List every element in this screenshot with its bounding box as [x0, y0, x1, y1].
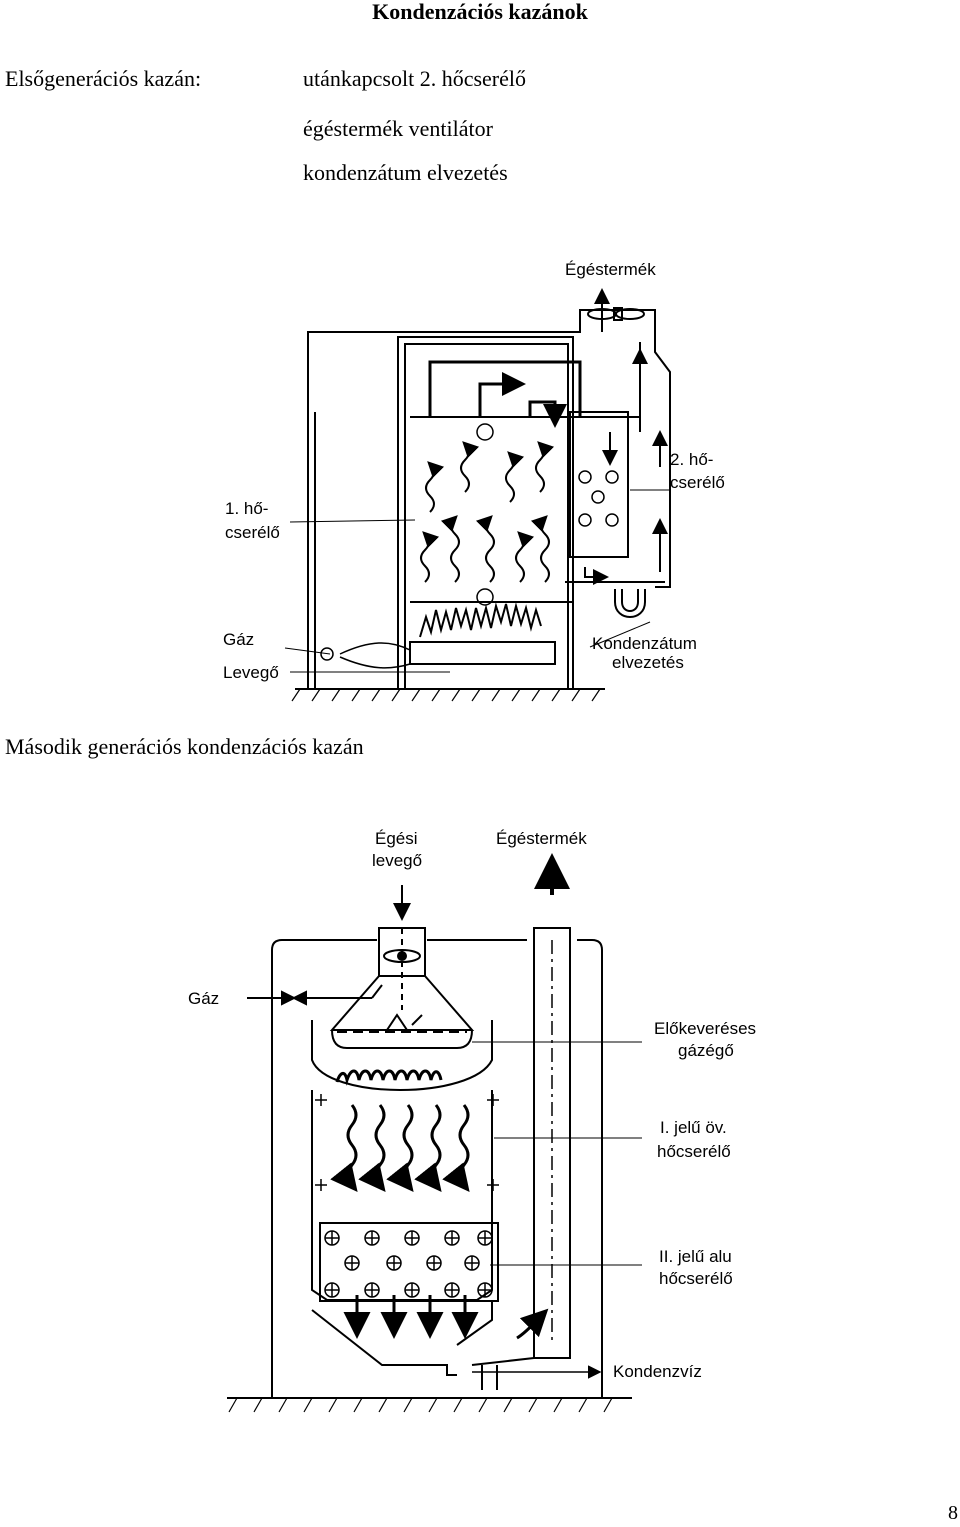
second-generation-heading: Második generációs kondenzációs kazán [5, 734, 364, 759]
fig2-label-burner: gázégő [678, 1041, 734, 1060]
fig1-label-condensate: elvezetés [612, 653, 684, 672]
fig2-label-hx1: hőcserélő [657, 1142, 731, 1161]
page-number: 8 [948, 1502, 958, 1524]
feature-item: kondenzátum elvezetés [303, 160, 508, 185]
fig1-label-flue: Égéstermék [565, 260, 656, 279]
fig2-label-air: Égési [375, 829, 418, 848]
first-generation-label: Elsőgenerációs kazán: [5, 66, 202, 91]
fig1-label-hx2: cserélő [670, 473, 725, 492]
page-title: Kondenzációs kazánok [372, 0, 588, 24]
fig1-label-hx2: 2. hő- [670, 450, 713, 469]
fig2-label-flue: Égéstermék [496, 829, 587, 848]
fig2-label-hx2: hőcserélő [659, 1269, 733, 1288]
fig2-label-gas: Gáz [188, 989, 219, 1008]
first-generation-boiler-diagram: Égéstermék 2. hő- cserélő 1. hő- cserélő… [223, 260, 725, 702]
feature-item: égéstermék ventilátor [303, 116, 493, 141]
fig2-label-air: levegő [372, 851, 422, 870]
fig1-label-hx1: 1. hő- [225, 499, 268, 518]
fig2-label-hx1: I. jelű öv. [660, 1118, 727, 1137]
fig2-label-condensate: Kondenzvíz [613, 1362, 702, 1381]
fig1-label-gas: Gáz [223, 630, 254, 649]
fig2-label-hx2: II. jelű alu [659, 1247, 732, 1266]
fig1-label-hx1: cserélő [225, 523, 280, 542]
feature-item: utánkapcsolt 2. hőcserélő [303, 66, 526, 91]
fig1-label-condensate: Kondenzátum [592, 634, 697, 653]
second-generation-boiler-diagram: Égési levegő Égéstermék Gáz Előkeveréses… [188, 829, 756, 1413]
fig1-label-air: Levegő [223, 663, 279, 682]
fig2-label-burner: Előkeveréses [654, 1019, 756, 1038]
